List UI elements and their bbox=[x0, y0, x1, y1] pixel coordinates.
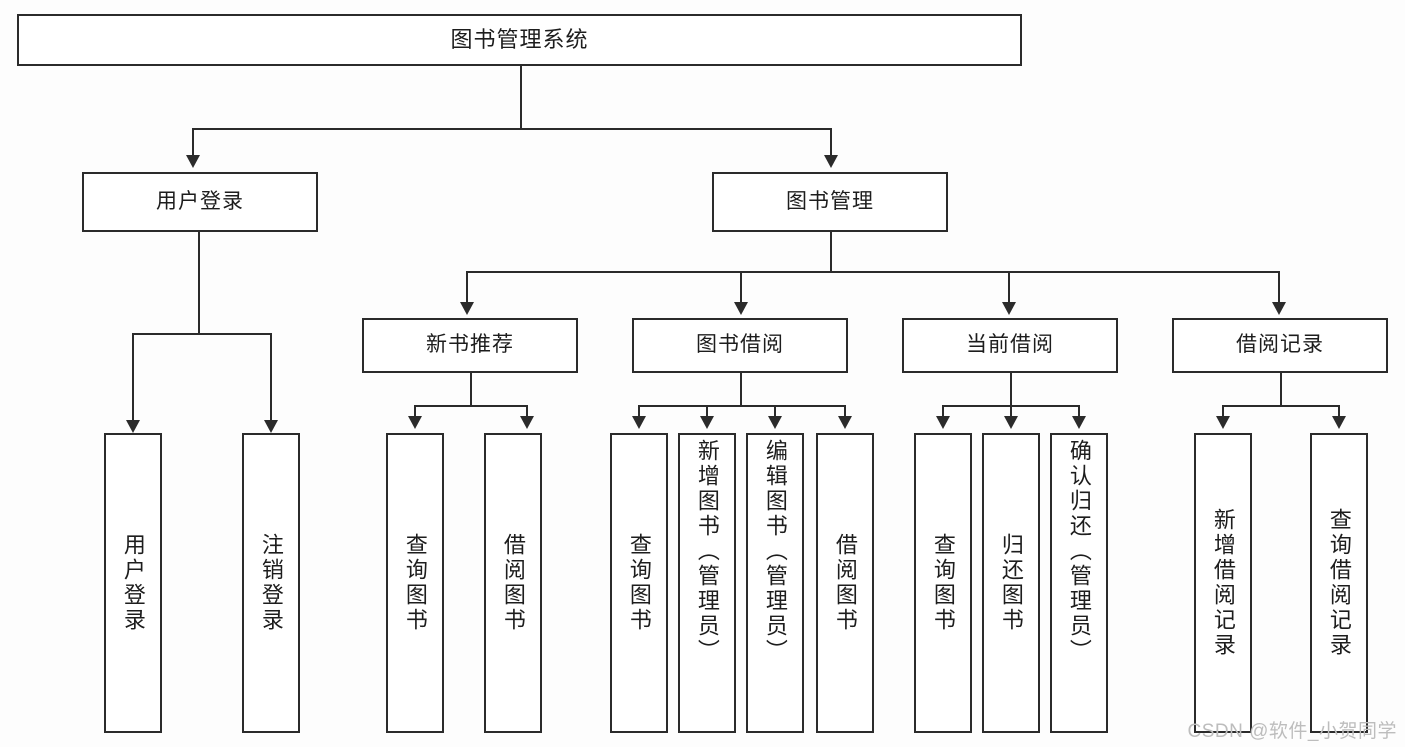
arrow-user-login-leaf-1 bbox=[126, 420, 140, 433]
connector-user-login-bus bbox=[132, 333, 270, 335]
node-current-borrow[interactable]: 当前借阅 bbox=[902, 318, 1118, 373]
node-new-book-recommend[interactable]: 新书推荐 bbox=[362, 318, 578, 373]
arrow-book-borrow-leaf-2 bbox=[700, 416, 714, 429]
connector-root-to-book-manage bbox=[830, 128, 832, 156]
leaf-query-book-current-label: 查询图书 bbox=[930, 533, 956, 633]
connector-book-manage-bus bbox=[466, 271, 1278, 273]
node-borrow-record-label: 借阅记录 bbox=[1236, 333, 1324, 357]
connector-root-stem bbox=[520, 66, 522, 128]
connector-borrow-record-drop-1 bbox=[1222, 405, 1224, 417]
arrow-book-borrow-leaf-3 bbox=[768, 416, 782, 429]
arrow-user-login-leaf-2 bbox=[264, 420, 278, 433]
arrow-current-borrow-leaf-1 bbox=[936, 416, 950, 429]
leaf-edit-book-admin-label: 编辑图书（管理员） bbox=[762, 439, 788, 664]
connector-book-manage-drop-1 bbox=[466, 271, 468, 303]
leaf-confirm-return-admin-label: 确认归还（管理员） bbox=[1066, 439, 1092, 664]
node-book-manage-label: 图书管理 bbox=[786, 189, 874, 213]
connector-new-book-recommend-drop-1 bbox=[414, 405, 416, 417]
arrow-current-borrow-leaf-3 bbox=[1072, 416, 1086, 429]
connector-user-login-drop-1 bbox=[132, 333, 134, 421]
leaf-edit-book-admin[interactable]: 编辑图书（管理员） bbox=[746, 433, 804, 733]
arrow-root-to-user-login bbox=[186, 155, 200, 168]
leaf-query-book-recommend[interactable]: 查询图书 bbox=[386, 433, 444, 733]
arrow-book-borrow-leaf-1 bbox=[632, 416, 646, 429]
connector-current-borrow-drop-1 bbox=[942, 405, 944, 417]
arrow-book-borrow-leaf-4 bbox=[838, 416, 852, 429]
connector-borrow-record-drop-2 bbox=[1338, 405, 1340, 417]
connector-book-borrow-drop-3 bbox=[774, 405, 776, 417]
arrow-current-borrow-leaf-2 bbox=[1004, 416, 1018, 429]
leaf-borrow-book-recommend-label: 借阅图书 bbox=[500, 533, 526, 633]
connector-current-borrow-drop-2 bbox=[1010, 405, 1012, 417]
connector-book-manage-stem bbox=[830, 232, 832, 271]
leaf-query-book-borrow-label: 查询图书 bbox=[626, 533, 652, 633]
leaf-query-book-borrow[interactable]: 查询图书 bbox=[610, 433, 668, 733]
leaf-return-book-label: 归还图书 bbox=[998, 533, 1024, 633]
leaf-add-borrow-record-label: 新增借阅记录 bbox=[1210, 508, 1236, 658]
leaf-query-borrow-record-label: 查询借阅记录 bbox=[1326, 508, 1352, 658]
leaf-confirm-return-admin[interactable]: 确认归还（管理员） bbox=[1050, 433, 1108, 733]
connector-book-manage-drop-4 bbox=[1278, 271, 1280, 303]
node-user-login-label: 用户登录 bbox=[156, 189, 244, 213]
connector-current-borrow-stem bbox=[1010, 373, 1012, 405]
leaf-borrow-book-recommend[interactable]: 借阅图书 bbox=[484, 433, 542, 733]
leaf-query-book-recommend-label: 查询图书 bbox=[402, 533, 428, 633]
connector-new-book-recommend-drop-2 bbox=[526, 405, 528, 417]
connector-book-borrow-drop-1 bbox=[638, 405, 640, 417]
leaf-query-book-current[interactable]: 查询图书 bbox=[914, 433, 972, 733]
connector-book-borrow-stem bbox=[740, 373, 742, 405]
leaf-user-login-label: 用户登录 bbox=[120, 533, 146, 633]
connector-borrow-record-stem bbox=[1280, 373, 1282, 405]
arrow-book-manage-to-current-borrow bbox=[1002, 302, 1016, 315]
leaf-add-book-admin[interactable]: 新增图书（管理员） bbox=[678, 433, 736, 733]
connector-new-book-recommend-stem bbox=[470, 373, 472, 405]
connector-root-to-user-login bbox=[192, 128, 194, 156]
arrow-root-to-book-manage bbox=[824, 155, 838, 168]
arrow-borrow-record-leaf-2 bbox=[1332, 416, 1346, 429]
connector-current-borrow-drop-3 bbox=[1078, 405, 1080, 417]
leaf-borrow-book-borrow-label: 借阅图书 bbox=[832, 533, 858, 633]
node-new-book-recommend-label: 新书推荐 bbox=[426, 333, 514, 357]
leaf-return-book[interactable]: 归还图书 bbox=[982, 433, 1040, 733]
connector-root-bus bbox=[192, 128, 830, 130]
node-borrow-record[interactable]: 借阅记录 bbox=[1172, 318, 1388, 373]
connector-book-manage-drop-3 bbox=[1008, 271, 1010, 303]
arrow-new-book-recommend-leaf-1 bbox=[408, 416, 422, 429]
leaf-logout-login[interactable]: 注销登录 bbox=[242, 433, 300, 733]
leaf-add-book-admin-label: 新增图书（管理员） bbox=[694, 439, 720, 664]
arrow-book-manage-to-new-book-recommend bbox=[460, 302, 474, 315]
connector-book-borrow-bus bbox=[638, 405, 844, 407]
node-user-login[interactable]: 用户登录 bbox=[82, 172, 318, 232]
arrow-new-book-recommend-leaf-2 bbox=[520, 416, 534, 429]
node-book-borrow-label: 图书借阅 bbox=[696, 333, 784, 357]
connector-user-login-stem bbox=[198, 232, 200, 333]
leaf-add-borrow-record[interactable]: 新增借阅记录 bbox=[1194, 433, 1252, 733]
node-current-borrow-label: 当前借阅 bbox=[966, 333, 1054, 357]
leaf-query-borrow-record[interactable]: 查询借阅记录 bbox=[1310, 433, 1368, 733]
leaf-user-login[interactable]: 用户登录 bbox=[104, 433, 162, 733]
leaf-borrow-book-borrow[interactable]: 借阅图书 bbox=[816, 433, 874, 733]
connector-user-login-drop-2 bbox=[270, 333, 272, 421]
node-book-borrow[interactable]: 图书借阅 bbox=[632, 318, 848, 373]
connector-book-borrow-drop-2 bbox=[706, 405, 708, 417]
arrow-book-manage-to-book-borrow bbox=[734, 302, 748, 315]
connector-borrow-record-bus bbox=[1222, 405, 1338, 407]
arrow-borrow-record-leaf-1 bbox=[1216, 416, 1230, 429]
node-book-manage[interactable]: 图书管理 bbox=[712, 172, 948, 232]
connector-book-borrow-drop-4 bbox=[844, 405, 846, 417]
connector-book-manage-drop-2 bbox=[740, 271, 742, 303]
node-root-system[interactable]: 图书管理系统 bbox=[17, 14, 1022, 66]
node-root-system-label: 图书管理系统 bbox=[450, 27, 589, 53]
csdn-watermark: CSDN @软件_小贺同学 bbox=[1187, 721, 1397, 742]
arrow-book-manage-to-borrow-record bbox=[1272, 302, 1286, 315]
leaf-logout-login-label: 注销登录 bbox=[258, 533, 284, 633]
connector-new-book-recommend-bus bbox=[414, 405, 526, 407]
